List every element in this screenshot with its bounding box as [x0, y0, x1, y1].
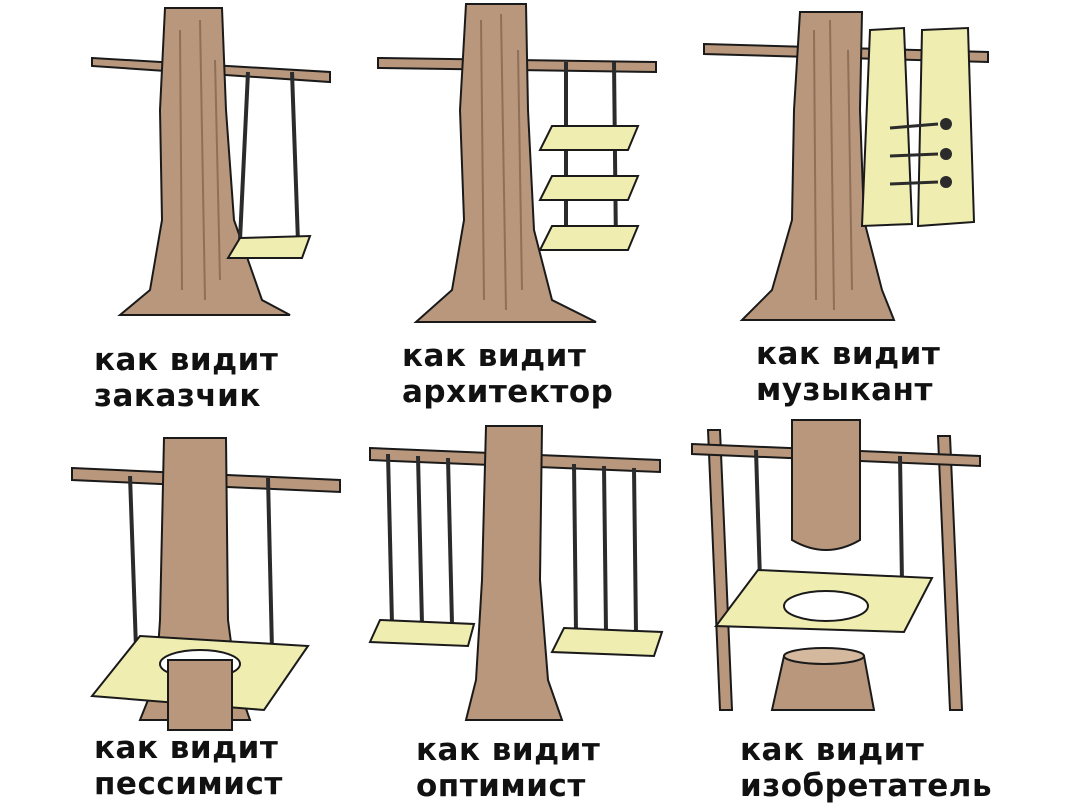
tree-with-pegboards-icon: [703, 11, 989, 321]
panel-inventor: как видит изобретатель: [691, 419, 1068, 804]
panel-musician: как видит музыкант: [703, 0, 1068, 420]
caption-customer: как видит заказчик: [94, 342, 279, 414]
panel-customer: как видит заказчик: [0, 0, 356, 420]
panel-pessimist: как видит пессимист: [0, 420, 356, 802]
caption-architect: как видит архитектор: [402, 338, 614, 410]
caption-musician: как видит музыкант: [756, 336, 941, 408]
cut-trunk-over-stump-icon: [691, 419, 981, 711]
caption-optimist: как видит оптимист: [416, 732, 601, 804]
caption-inventor: как видит изобретатель: [740, 732, 993, 804]
caption-pessimist: как видит пессимист: [94, 730, 283, 802]
tree-with-tiered-shelves-icon: [377, 3, 657, 323]
tree-through-seat-icon: [71, 437, 341, 731]
tree-with-two-swings-icon: [368, 425, 664, 721]
tree-with-swing-icon: [91, 7, 331, 316]
panel-optimist: как видит оптимист: [356, 420, 712, 804]
panel-architect: как видит архитектор: [356, 0, 712, 420]
